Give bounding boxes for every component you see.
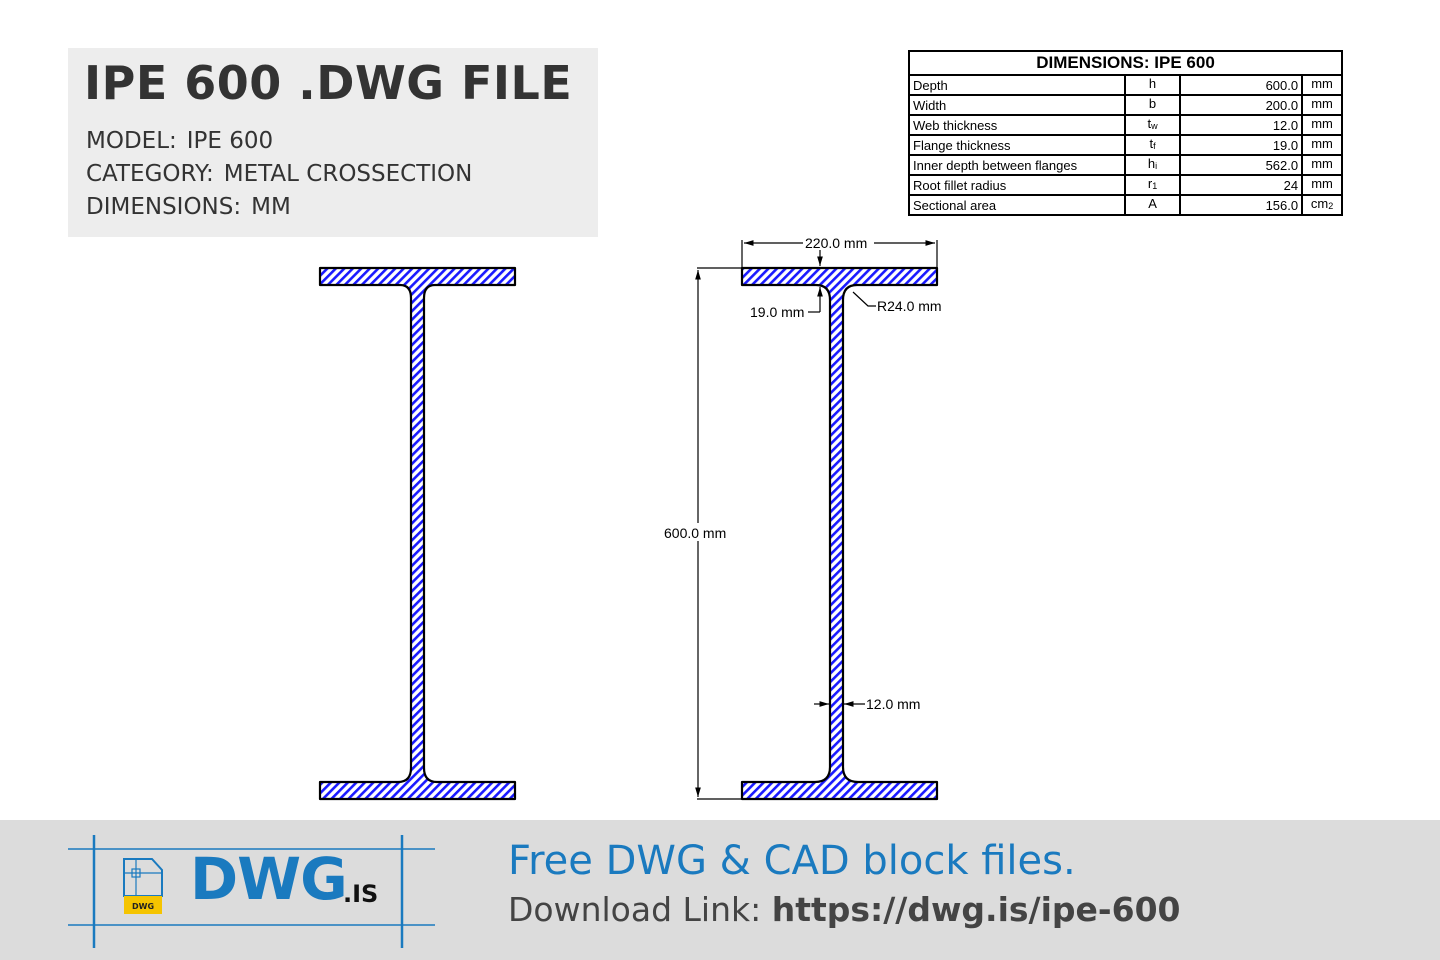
- row-name: Web thickness: [908, 114, 1126, 136]
- table-row: Flange thickness tf 19.0 mm: [908, 134, 1343, 156]
- download-label: Download Link:: [508, 890, 772, 929]
- dimensions-table: DIMENSIONS: IPE 600 Depth h 600.0 mm Wid…: [908, 50, 1343, 216]
- category-value: METAL CROSSECTION: [223, 161, 473, 187]
- dimensions-value: MM: [251, 194, 291, 220]
- footer-banner: [0, 820, 1440, 960]
- download-line: Download Link: https://dwg.is/ipe-600: [508, 890, 1181, 929]
- table-row: Web thickness tw 12.0 mm: [908, 114, 1343, 136]
- logo-suffix: .IS: [343, 880, 379, 908]
- row-name: Root fillet radius: [908, 174, 1126, 196]
- row-symbol: h: [1123, 74, 1182, 96]
- table-row: Root fillet radius r1 24 mm: [908, 174, 1343, 196]
- category-label: CATEGORY:: [86, 161, 214, 187]
- logo-text: DWG: [190, 845, 348, 913]
- row-symbol: b: [1123, 94, 1182, 116]
- dimensions-label: DIMENSIONS:: [86, 194, 242, 220]
- table-title: DIMENSIONS: IPE 600: [908, 50, 1343, 76]
- category-line: CATEGORY: METAL CROSSECTION: [86, 161, 472, 187]
- row-symbol: A: [1123, 194, 1182, 216]
- dimensions-line: DIMENSIONS: MM: [86, 194, 291, 220]
- ibeam-section-left: [318, 266, 517, 801]
- row-value: 562.0: [1179, 154, 1304, 176]
- row-name: Flange thickness: [908, 134, 1126, 156]
- row-value: 600.0: [1179, 74, 1304, 96]
- title-panel: IPE 600 .DWG FILE MODEL: IPE 600 CATEGORY…: [68, 48, 598, 237]
- row-symbol: r1: [1123, 174, 1182, 196]
- row-unit: mm: [1301, 74, 1343, 96]
- row-name: Width: [908, 94, 1126, 116]
- dim-radius-label: R24.0 mm: [877, 298, 942, 314]
- row-unit: mm: [1301, 94, 1343, 116]
- table-row: Inner depth between flanges hi 562.0 mm: [908, 154, 1343, 176]
- tagline: Free DWG & CAD block files.: [508, 838, 1076, 884]
- row-name: Sectional area: [908, 194, 1126, 216]
- row-value: 156.0: [1179, 194, 1304, 216]
- dim-width-label: 220.0 mm: [805, 235, 867, 251]
- row-unit: cm2: [1301, 194, 1343, 216]
- dim-flange-label: 19.0 mm: [750, 304, 804, 320]
- row-unit: mm: [1301, 154, 1343, 176]
- model-label: MODEL:: [86, 128, 177, 154]
- row-unit: mm: [1301, 174, 1343, 196]
- row-name: Inner depth between flanges: [908, 154, 1126, 176]
- row-value: 12.0: [1179, 114, 1304, 136]
- page-title: IPE 600 .DWG FILE: [84, 56, 573, 110]
- row-value: 200.0: [1179, 94, 1304, 116]
- row-value: 24: [1179, 174, 1304, 196]
- dim-web-label: 12.0 mm: [866, 696, 920, 712]
- row-symbol: tf: [1123, 134, 1182, 156]
- table-row: Sectional area A 156.0 cm2: [908, 194, 1343, 216]
- row-unit: mm: [1301, 114, 1343, 136]
- row-symbol: hi: [1123, 154, 1182, 176]
- ibeam-section-dimensioned: 220.0 mm 19.0 mm R24.0 mm 600.0 mm 12.0 …: [664, 235, 942, 801]
- beam-drawing: 220.0 mm 19.0 mm R24.0 mm 600.0 mm 12.0 …: [318, 235, 942, 801]
- dim-height-label: 600.0 mm: [664, 525, 726, 541]
- row-symbol: tw: [1123, 114, 1182, 136]
- table-row: Depth h 600.0 mm: [908, 74, 1343, 96]
- model-value: IPE 600: [186, 128, 274, 154]
- table-row: Width b 200.0 mm: [908, 94, 1343, 116]
- row-name: Depth: [908, 74, 1126, 96]
- row-value: 19.0: [1179, 134, 1304, 156]
- download-link[interactable]: https://dwg.is/ipe-600: [771, 890, 1181, 929]
- row-unit: mm: [1301, 134, 1343, 156]
- model-line: MODEL: IPE 600: [86, 128, 273, 154]
